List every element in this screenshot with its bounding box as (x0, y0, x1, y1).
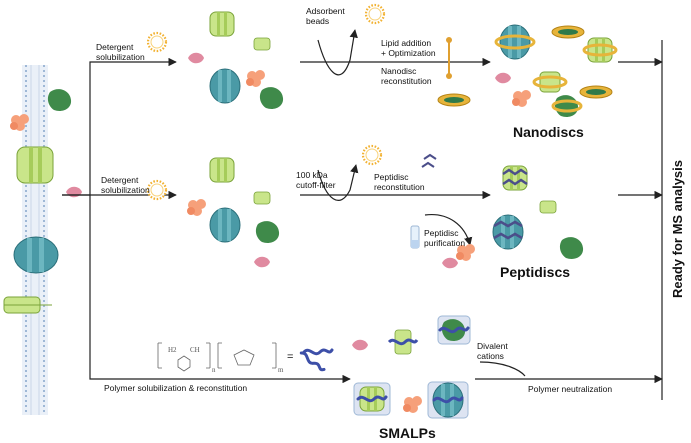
smalp-green (387, 329, 419, 355)
peptidisc-teal (492, 214, 524, 250)
label-divalent-cations: Divalent cations (477, 341, 508, 361)
detergent-micelle-icon-mid (146, 179, 168, 201)
label-polymer-neutralization: Polymer neutralization (528, 384, 613, 394)
nanodisc-ring-1 (551, 25, 585, 39)
label-peptidisc-purification: Peptidisc purification (424, 228, 466, 248)
peptide-icon (421, 153, 437, 168)
title-ready-for-ms-analysis: Ready for MS analysis (670, 160, 685, 298)
formula-subscript-m: m (278, 366, 284, 374)
polymer-formula (157, 342, 277, 372)
adsorbent-bead-icon (364, 3, 386, 25)
solubilized-orange-top (246, 70, 265, 87)
label-adsorbent-beads: Adsorbent beads (306, 6, 345, 26)
solubilized-green-mid (255, 221, 280, 243)
title-nanodiscs: Nanodiscs (513, 124, 584, 140)
peptidisc-green (502, 165, 528, 191)
smalp-orange (403, 396, 422, 413)
label-lipid-addition: Lipid addition + Optimization (381, 38, 436, 58)
nanodisc-ring-2 (579, 85, 613, 99)
smalp-dark-green (437, 315, 471, 345)
peptidisc-pink (442, 257, 458, 269)
solubilized-light-green-top (253, 37, 271, 51)
label-peptidisc-reconstitution: Peptidisc reconstitution (374, 172, 425, 192)
solubilized-pink-top (188, 52, 204, 64)
smalp-teal (427, 381, 469, 419)
membrane-protein-pink (66, 186, 82, 198)
nanodisc-scaffold-icon (437, 93, 471, 107)
membrane-protein-teal (13, 236, 59, 274)
solubilized-green-top (259, 87, 284, 109)
peptidisc-light-green (539, 200, 557, 214)
nanodisc-light-green (532, 71, 568, 93)
peptidisc-dark-green (559, 237, 584, 259)
polymer-strand-icon-1 (302, 348, 334, 356)
label-detergent-solubilization-mid: Detergent solubilization (101, 175, 150, 195)
membrane-protein-dark-green (47, 89, 72, 111)
cutoff-filter-micelle-icon (361, 144, 383, 166)
solubilized-light-green-mid (253, 191, 271, 205)
title-smalps: SMALPs (379, 425, 436, 441)
solubilized-teal-barrel-mid (209, 207, 241, 243)
title-peptidiscs: Peptidiscs (500, 264, 571, 280)
polymer-strand-icon-2 (298, 349, 326, 374)
solubilized-green-barrel-mid (209, 157, 235, 183)
nanodisc-dark-green (551, 95, 583, 117)
solubilized-green-barrel-top (209, 11, 235, 37)
solubilized-teal-barrel-top (209, 68, 241, 104)
label-cutoff-filter: 100 kDa cutoff-filter (296, 170, 336, 190)
purification-column-icon (410, 225, 420, 249)
nanodisc-orange (512, 90, 531, 107)
nanodisc-green (582, 37, 618, 63)
solubilized-pink-mid (254, 256, 270, 268)
detergent-micelle-icon-top (146, 31, 168, 53)
membrane-protein-green-channel (16, 146, 54, 184)
nanodisc-teal (494, 24, 536, 60)
membrane-protein-light-green (3, 296, 52, 314)
formula-equals: = (287, 351, 294, 363)
formula-subscript-n: n (212, 366, 216, 374)
smalp-green-barrel (353, 382, 391, 416)
formula-h2: H2 (168, 346, 177, 354)
workflow-arrows (62, 29, 663, 400)
nanodisc-pink (495, 72, 511, 84)
label-detergent-solubilization-top: Detergent solubilization (96, 42, 145, 62)
label-nanodisc-reconstitution: Nanodisc reconstitution (381, 66, 432, 86)
formula-ch: CH (190, 346, 200, 354)
smalp-pink (352, 339, 368, 351)
solubilized-orange-mid (187, 199, 206, 216)
label-polymer-solubilization: Polymer solubilization & reconstitution (104, 383, 248, 393)
lipid-icon (446, 37, 452, 79)
